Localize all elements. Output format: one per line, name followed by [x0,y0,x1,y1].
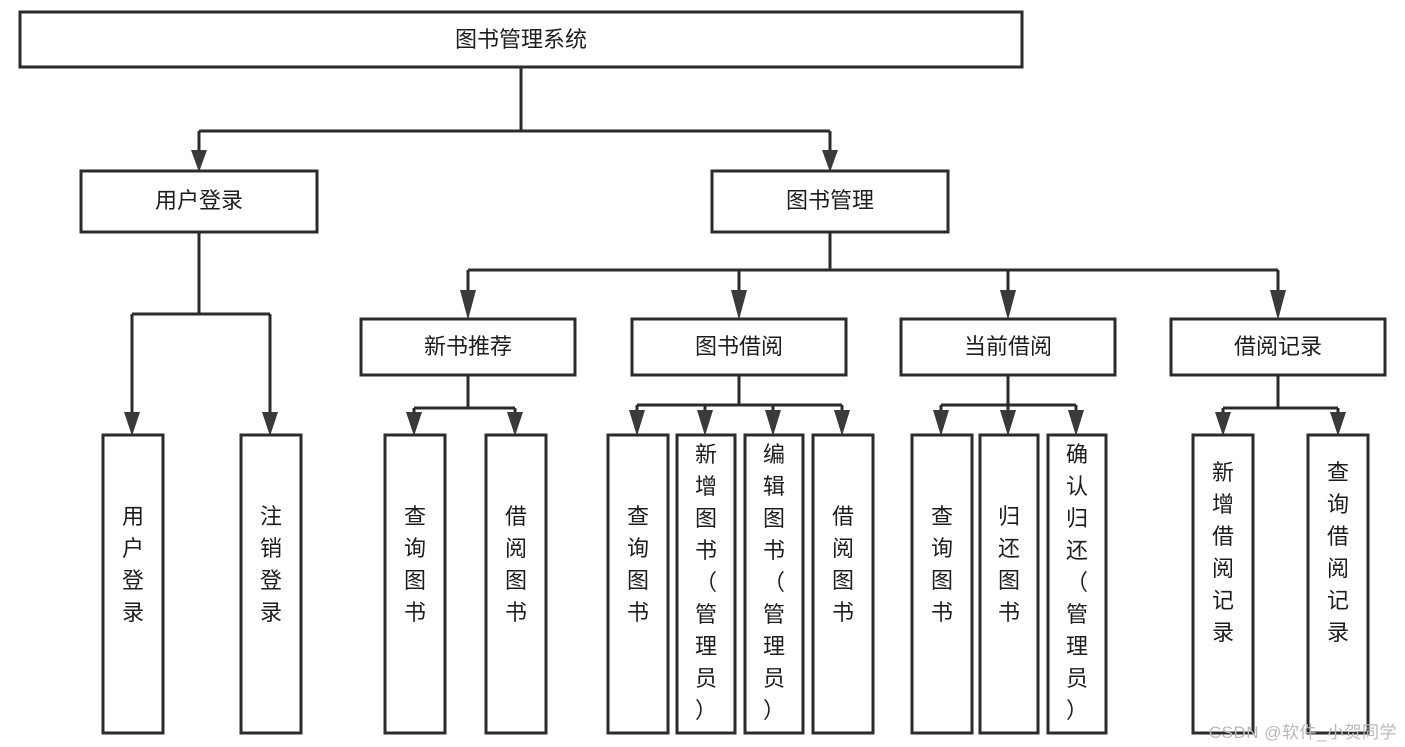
node-root-box[interactable] [18,10,1024,69]
arrow-to-borrow-record [1270,290,1286,320]
node-leaf-add-record[interactable]: 新增借阅记录 [1191,433,1255,735]
arrow-leaf-add-book [697,410,713,436]
node-leaf-borrow-book-1-label: 借阅图书 [505,504,527,625]
node-leaf-user-login-label: 用户登录 [122,504,144,625]
node-leaf-edit-book-label: 编辑图书（管理员） [763,442,785,723]
node-book-borrow[interactable]: 图书借阅 [630,317,848,377]
node-user-login-label: 用户登录 [155,188,243,213]
node-leaf-add-book-label: 新增图书（管理员） [695,442,717,723]
node-leaf-add-book-box[interactable] [675,433,737,735]
node-leaf-query-book-1[interactable]: 查询图书 [383,433,447,735]
node-leaf-add-record-label: 新增借阅记录 [1212,460,1234,645]
node-leaf-query-record-box[interactable] [1306,433,1370,735]
node-leaf-return-book[interactable]: 归还图书 [978,433,1040,735]
arrow-to-book-borrow [731,290,747,320]
arrow-to-user-login [191,150,207,172]
node-leaf-edit-book-box[interactable] [743,433,805,735]
node-leaf-add-book[interactable]: 新增图书（管理员） [675,433,737,735]
node-new-book-rec[interactable]: 新书推荐 [359,317,577,377]
node-leaf-query-book-1-label: 查询图书 [404,504,426,625]
node-new-book-rec-label: 新书推荐 [424,334,512,359]
node-leaf-query-book-2-label: 查询图书 [627,504,649,625]
arrow-leaf-logout [262,412,278,436]
node-leaf-query-record[interactable]: 查询借阅记录 [1306,433,1370,735]
node-book-manage-box[interactable] [710,169,950,234]
node-leaf-borrow-book-2[interactable]: 借阅图书 [811,433,875,735]
arrow-leaf-query-record [1330,412,1346,436]
node-leaf-borrow-book-2-box[interactable] [811,433,875,735]
node-borrow-record-box[interactable] [1169,317,1387,377]
node-leaf-add-record-box[interactable] [1191,433,1255,735]
node-current-borrow-box[interactable] [899,317,1117,377]
node-leaf-return-book-label: 归还图书 [998,504,1020,625]
node-leaf-query-book-3-box[interactable] [910,433,974,735]
node-book-borrow-label: 图书借阅 [695,334,783,359]
node-borrow-record[interactable]: 借阅记录 [1169,317,1387,377]
arrow-leaf-add-record [1215,412,1231,436]
csdn-watermark: CSDN @软件_小贺同学 [1208,723,1397,742]
arrow-to-book-manage [822,150,838,172]
node-leaf-query-book-1-box[interactable] [383,433,447,735]
arrow-leaf-confirm-return [1068,410,1084,436]
node-leaf-borrow-book-1[interactable]: 借阅图书 [484,433,548,735]
node-book-manage[interactable]: 图书管理 [710,169,950,234]
arrow-leaf-user-login [124,412,140,436]
arrow-leaf-borrow-book-2 [834,410,850,436]
arrow-leaf-query-book-2 [629,410,645,436]
node-leaf-query-book-2[interactable]: 查询图书 [606,433,670,735]
node-current-borrow-label: 当前借阅 [964,334,1052,359]
node-leaf-logout-box[interactable] [239,433,303,735]
connectors [124,67,1346,436]
node-leaf-logout-label: 注销登录 [260,504,282,625]
node-leaf-edit-book[interactable]: 编辑图书（管理员） [743,433,805,735]
node-user-login-box[interactable] [79,169,319,234]
node-leaf-user-login[interactable]: 用户登录 [101,433,165,735]
node-leaf-borrow-book-1-box[interactable] [484,433,548,735]
node-leaf-confirm-return-label: 确认归还（管理员） [1066,442,1088,723]
node-current-borrow[interactable]: 当前借阅 [899,317,1117,377]
arrow-leaf-edit-book [765,410,781,436]
node-root[interactable]: 图书管理系统 [18,10,1024,69]
node-leaf-confirm-return[interactable]: 确认归还（管理员） [1046,433,1108,735]
arrow-leaf-return-book [1000,410,1016,436]
arrow-leaf-borrow-book-1 [507,412,523,436]
node-leaf-confirm-return-box[interactable] [1046,433,1108,735]
node-book-borrow-box[interactable] [630,317,848,377]
node-book-manage-label: 图书管理 [786,188,874,213]
node-new-book-rec-box[interactable] [359,317,577,377]
arrow-to-new-book-rec [460,290,476,320]
node-leaf-logout[interactable]: 注销登录 [239,433,303,735]
node-leaf-user-login-box[interactable] [101,433,165,735]
node-leaf-query-record-label: 查询借阅记录 [1327,460,1349,645]
node-borrow-record-label: 借阅记录 [1234,334,1322,359]
node-leaf-query-book-3[interactable]: 查询图书 [910,433,974,735]
node-leaf-borrow-book-2-label: 借阅图书 [832,504,854,625]
node-user-login[interactable]: 用户登录 [79,169,319,234]
arrow-to-current-borrow [1000,290,1016,320]
node-leaf-query-book-3-label: 查询图书 [931,504,953,625]
node-leaf-return-book-box[interactable] [978,433,1040,735]
arrow-leaf-query-book-3 [933,410,949,436]
arrow-leaf-query-book-1 [406,412,422,436]
node-root-label: 图书管理系统 [455,27,587,52]
node-leaf-query-book-2-box[interactable] [606,433,670,735]
